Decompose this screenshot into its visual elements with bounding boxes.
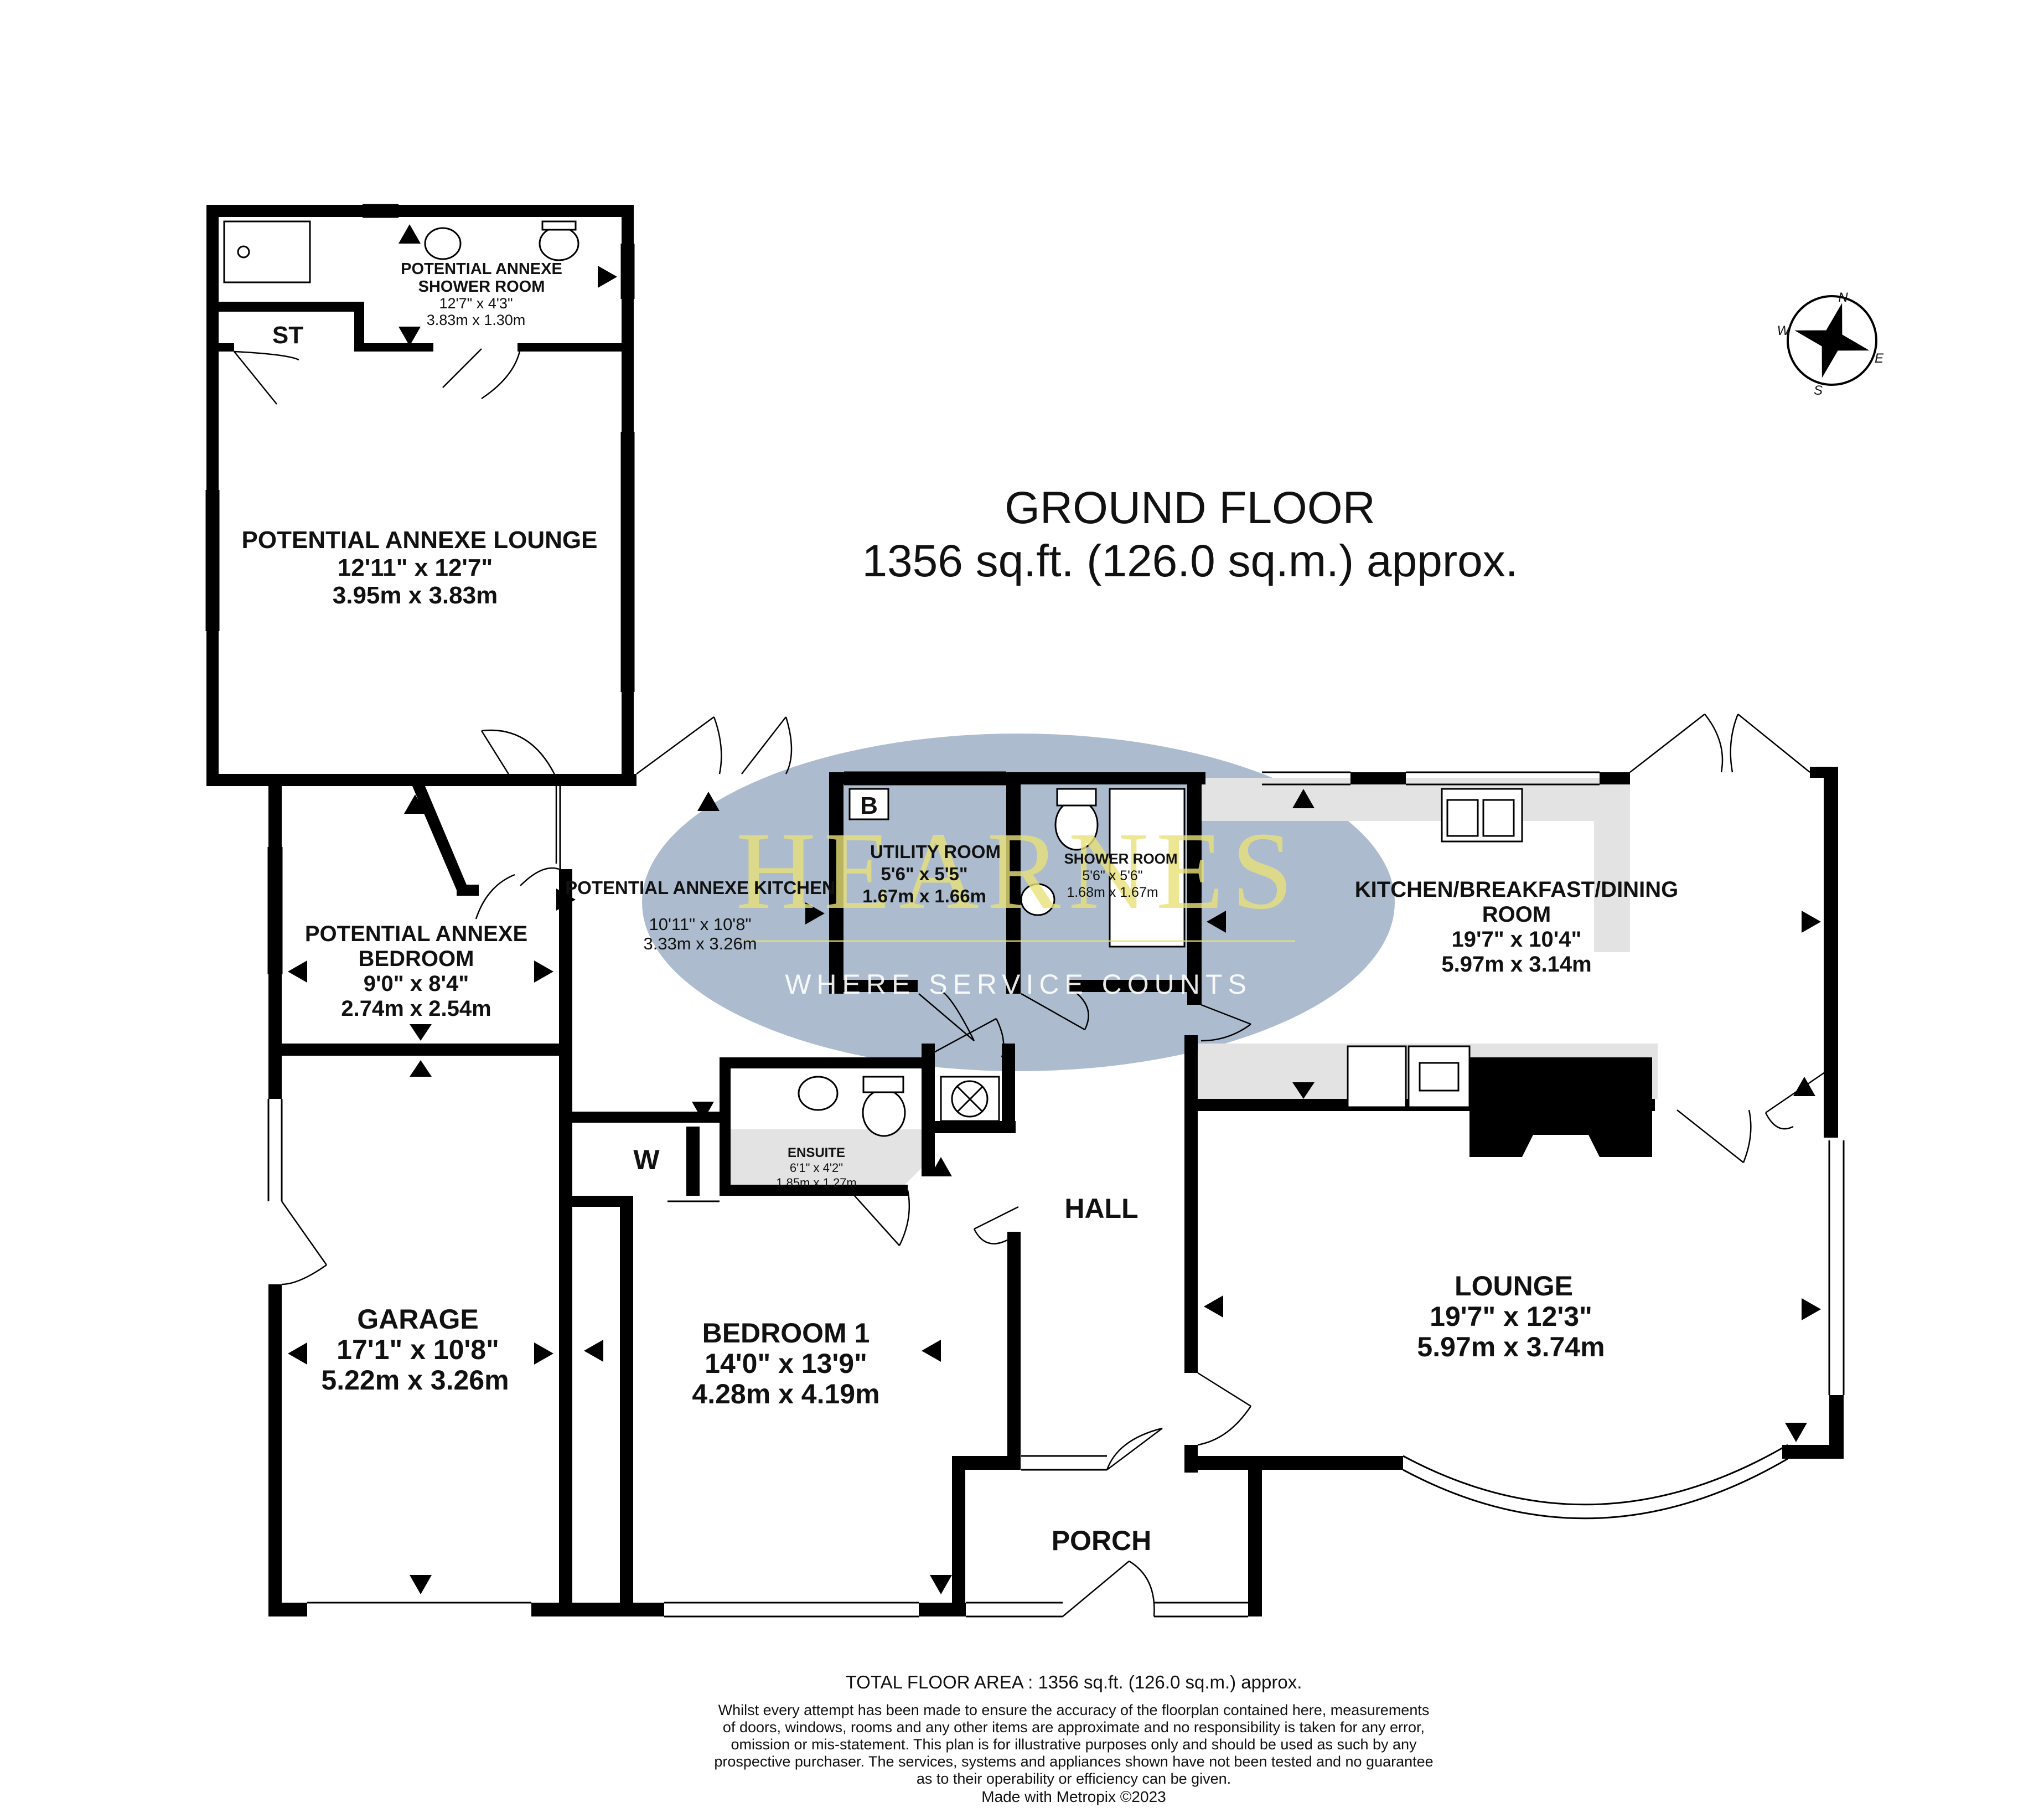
porch-label: PORCH [1052,1525,1152,1556]
annexe-bedroom-metric: 2.74m x 2.54m [341,996,491,1021]
room-annexe-lounge: POTENTIAL ANNEXE LOUNGE 12'11" x 12'7" 3… [242,526,598,609]
compass-n: N [1838,290,1848,305]
floor-area: 1356 sq.ft. (126.0 sq.m.) approx. [862,536,1518,586]
utility-metric: 1.67m x 1.66m [862,886,986,906]
room-kitchen: KITCHEN/BREAKFAST/DINING ROOM 19'7" x 10… [1355,877,1678,977]
garage-metric: 5.22m x 3.26m [321,1365,509,1396]
sanitaryware [223,220,1523,1137]
kitchen-imperial: 19'7" x 10'4" [1452,927,1582,952]
annexe-shower-label-2: SHOWER ROOM [418,278,545,296]
room-annexe-shower: POTENTIAL ANNEXE SHOWER ROOM 12'7" x 4'3… [401,260,562,328]
annexe-lounge-metric: 3.95m x 3.83m [333,582,498,609]
compass-w: W [1777,323,1791,338]
bedroom1-metric: 4.28m x 4.19m [692,1378,879,1409]
bedroom-diagonal-wall-end [457,885,479,896]
annexe-kitchen-imperial: 10'11" x 10'8" [649,915,752,934]
annexe-bedroom-label-2: BEDROOM [359,947,474,971]
room-utility: B UTILITY ROOM 5'6" x 5'5" 1.67m x 1.66m [860,792,1001,906]
boiler-label: B [860,792,878,819]
room-shower: SHOWER ROOM 5'6" x 5'6" 1.68m x 1.67m [1064,850,1177,900]
annexe-toilet [539,226,579,261]
annexe-lounge-imperial: 12'11" x 12'7" [338,554,493,581]
total-floor-area: TOTAL FLOOR AREA : 1356 sq.ft. (126.0 sq… [845,1672,1302,1692]
annexe-bedroom-imperial: 9'0" x 8'4" [364,972,469,996]
shower-metric: 1.68m x 1.67m [1067,885,1158,900]
ensuite-toilet [862,1088,906,1137]
made-with: Made with Metropix ©2023 [981,1788,1166,1805]
annexe-kitchen-label: POTENTIAL ANNEXE KITCHEN [565,877,835,898]
cooker-range [1464,1057,1652,1157]
room-lounge: LOUNGE 19'7" x 12'3" 5.97m x 3.74m [1417,1270,1605,1362]
annexe-bedroom-label-1: POTENTIAL ANNEXE [305,922,527,946]
compass-s: S [1814,383,1823,398]
room-ensuite: ENSUITE 6'1" x 4'2" 1.85m x 1.27m [776,1145,857,1190]
compass: N E S W [1777,290,1884,398]
room-annexe-kitchen: POTENTIAL ANNEXE KITCHEN 10'11" x 10'8" … [565,877,835,953]
w-label: W [633,1144,660,1175]
annexe-shower-imperial: 12'7" x 4'3" [439,295,513,312]
ensuite-basin [798,1076,839,1111]
lounge-metric: 5.97m x 3.74m [1417,1331,1605,1362]
room-garage: GARAGE 17'1" x 10'8" 5.22m x 3.26m [321,1304,509,1396]
footer: TOTAL FLOOR AREA : 1356 sq.ft. (126.0 sq… [553,1673,1594,1806]
bedroom1-imperial: 14'0" x 13'9" [705,1348,867,1379]
watermark-tagline: WHERE SERVICE COUNTS [785,969,1252,1000]
kitchen-label-2: ROOM [1482,902,1551,927]
fridge [1347,1045,1407,1108]
annexe-lounge-label: POTENTIAL ANNEXE LOUNGE [242,526,598,554]
bay-window [1403,1444,1788,1520]
annexe-shower-label-1: POTENTIAL ANNEXE [401,260,562,278]
shower-imperial: 5'6" x 5'6" [1082,868,1142,884]
utility-label: UTILITY ROOM [870,841,1001,862]
lounge-label: LOUNGE [1455,1270,1573,1301]
room-bedroom1: BEDROOM 1 14'0" x 13'9" 4.28m x 4.19m [692,1318,879,1409]
walls [206,205,1844,1616]
dimension-arrows [288,224,1821,1594]
ensuite-label: ENSUITE [788,1145,845,1160]
ensuite-metric: 1.85m x 1.27m [776,1176,857,1190]
bedroom1-label: BEDROOM 1 [702,1318,870,1349]
annexe-kitchen-metric: 3.33m x 3.26m [643,934,757,953]
hall-label: HALL [1064,1193,1138,1224]
compass-e: E [1875,351,1884,366]
ensuite-floor [731,1129,922,1190]
garage-imperial: 17'1" x 10'8" [337,1334,499,1365]
door-swings [234,348,1827,1617]
garage-label: GARAGE [357,1304,478,1335]
boiler-box [848,788,889,820]
windows [205,204,1845,1618]
floor-heading: GROUND FLOOR 1356 sq.ft. (126.0 sq.m.) a… [664,482,1716,588]
shower-label: SHOWER ROOM [1064,850,1177,867]
annexe-basin [424,227,462,260]
st-label: ST [272,322,303,349]
bedroom-diagonal-wall [412,786,470,894]
kitchen-metric: 5.97m x 3.14m [1441,952,1591,977]
room-annexe-bedroom: POTENTIAL ANNEXE BEDROOM 9'0" x 8'4" 2.7… [305,922,527,1021]
ensuite-imperial: 6'1" x 4'2" [790,1161,843,1175]
annexe-shower-tray [223,220,311,283]
utility-imperial: 5'6" x 5'5" [881,864,967,884]
watermark-brand: HEARNES [736,810,1301,932]
annexe-shower-metric: 3.83m x 1.30m [427,312,526,328]
lounge-imperial: 19'7" x 12'3" [1430,1301,1592,1332]
basin [1020,883,1055,916]
disclaimer: Whilst every attempt has been made to en… [714,1702,1434,1787]
shower-tray [1109,788,1186,948]
kitchen-label-1: KITCHEN/BREAKFAST/DINING [1355,877,1678,902]
floor-title: GROUND FLOOR [1005,483,1375,533]
